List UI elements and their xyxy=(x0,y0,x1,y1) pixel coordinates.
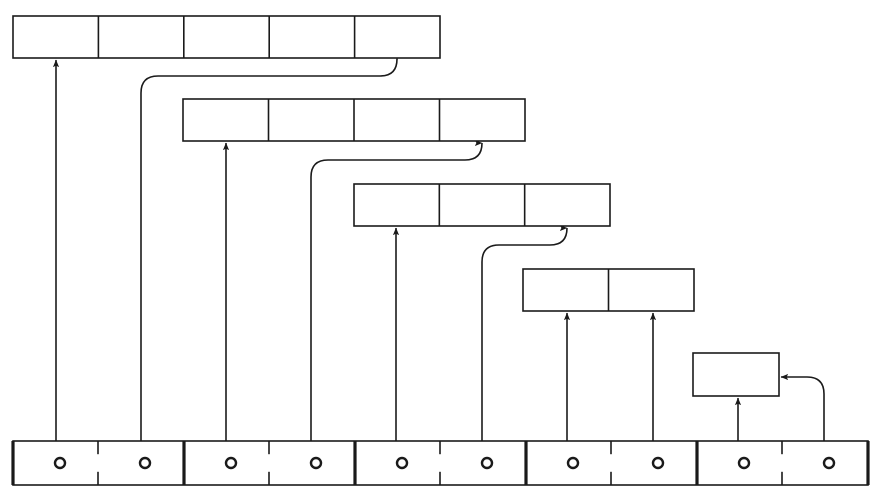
base-anchor-circle-0[interactable] xyxy=(53,456,67,470)
base-anchor-circle-4[interactable] xyxy=(395,456,409,470)
base-array xyxy=(11,440,870,486)
arrow-base-5-to-level-3-cell-2 xyxy=(481,227,571,441)
level-5-cell-0[interactable] xyxy=(693,353,779,396)
level-2 xyxy=(182,98,526,142)
level-4-cell-1[interactable] xyxy=(609,269,695,311)
level-4 xyxy=(522,268,695,312)
level-2-cell-0[interactable] xyxy=(183,99,269,141)
arrow-base-1-to-level-1-cell-4 xyxy=(140,52,401,441)
level-1-cell-4[interactable] xyxy=(355,16,440,58)
base-anchor-circle-3[interactable] xyxy=(309,456,323,470)
arrow-base-9-to-level-5-cell-0 xyxy=(780,373,825,441)
base-array-layer xyxy=(11,440,870,486)
base-anchor-circle-2[interactable] xyxy=(224,456,238,470)
level-4-cell-0[interactable] xyxy=(523,269,609,311)
level-5-outline xyxy=(692,352,780,397)
level-1-cell-1[interactable] xyxy=(98,16,183,58)
base-anchor-circle-1[interactable] xyxy=(138,456,152,470)
arrow-base-3-to-level-2-cell-3 xyxy=(310,142,486,441)
level-box-layer xyxy=(12,15,780,397)
base-anchor-circle-6[interactable] xyxy=(566,456,580,470)
level-3-cell-1[interactable] xyxy=(439,184,524,226)
level-1-cell-2[interactable] xyxy=(184,16,269,58)
arrow-layer xyxy=(52,52,825,441)
level-1 xyxy=(12,15,441,59)
level-1-cell-0[interactable] xyxy=(13,16,98,58)
base-anchor-circle-7[interactable] xyxy=(651,456,665,470)
level-1-outline xyxy=(12,15,441,59)
level-2-cell-1[interactable] xyxy=(269,99,355,141)
level-3-outline xyxy=(353,183,611,227)
level-2-cell-3[interactable] xyxy=(440,99,526,141)
base-anchor-circle-5[interactable] xyxy=(480,456,494,470)
base-anchor-circle-8[interactable] xyxy=(737,456,751,470)
level-3-cell-0[interactable] xyxy=(354,184,439,226)
level-2-cell-2[interactable] xyxy=(354,99,440,141)
level-1-cell-3[interactable] xyxy=(269,16,354,58)
level-3-cell-2[interactable] xyxy=(525,184,610,226)
level-3 xyxy=(353,183,611,227)
base-anchor-circle-9[interactable] xyxy=(822,456,836,470)
level-5 xyxy=(692,352,780,397)
